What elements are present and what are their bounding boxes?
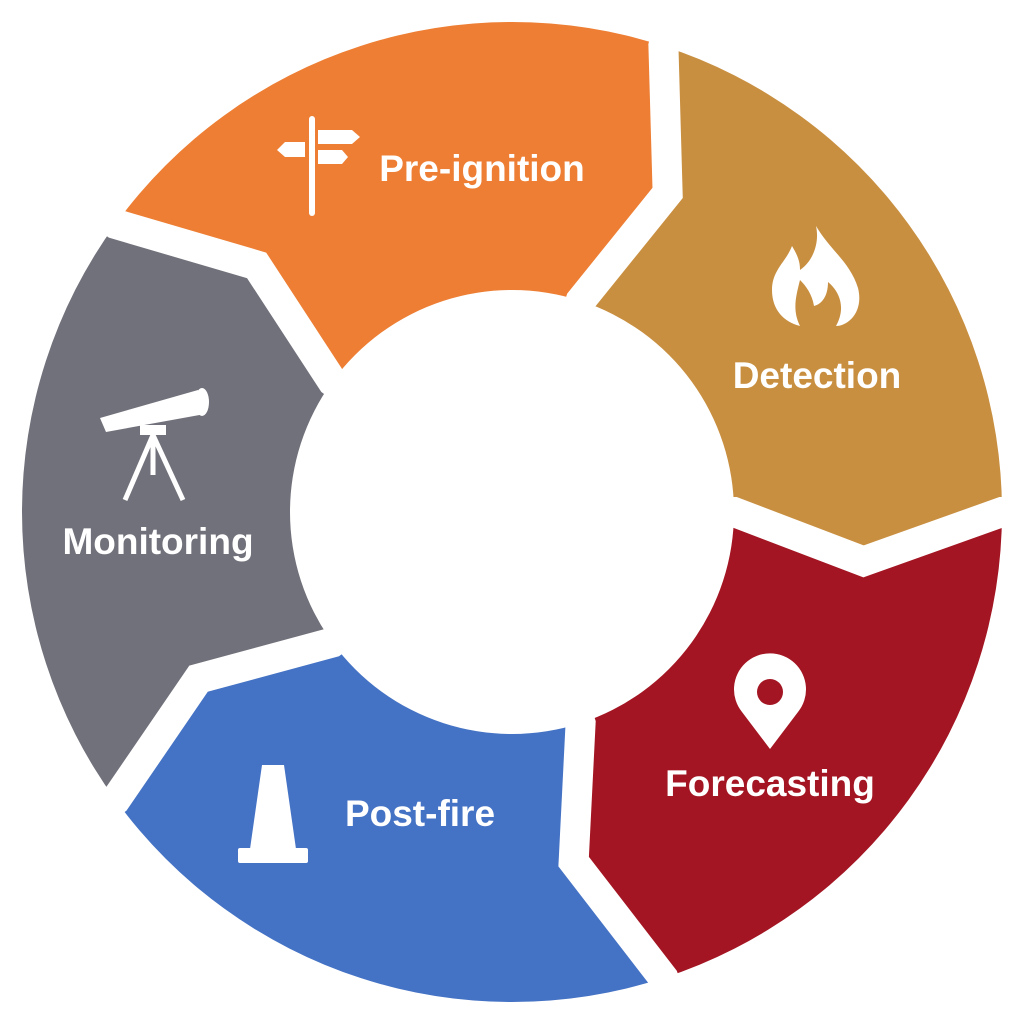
segment-separator [724, 497, 1022, 578]
segment-separator [90, 200, 350, 400]
sector-post-fire [115, 642, 664, 1002]
flame-icon [772, 226, 860, 326]
segment-separator [558, 708, 684, 1002]
map-pin-icon [734, 653, 807, 749]
segment-label-monitoring: Monitoring [62, 521, 253, 562]
segment-separator [563, 22, 684, 316]
telescope-icon [100, 388, 209, 502]
signpost-icon [277, 116, 360, 216]
segment-label-forecasting: Forecasting [665, 763, 875, 804]
segment-pre-ignition: Pre-ignition [277, 116, 585, 216]
segment-separator [90, 624, 350, 824]
segment-label-pre-ignition: Pre-ignition [379, 148, 585, 189]
sector-pre-ignition [115, 21, 668, 382]
segment-monitoring: Monitoring [62, 388, 254, 562]
sector-forecasting [573, 512, 1002, 979]
segment-label-post-fire: Post-fire [345, 793, 495, 834]
segment-detection: Detection [733, 226, 902, 396]
segment-post-fire: Post-fire [238, 765, 495, 863]
segment-label-detection: Detection [733, 355, 902, 396]
segment-forecasting: Forecasting [665, 653, 875, 804]
traffic-cone-icon [238, 765, 308, 863]
